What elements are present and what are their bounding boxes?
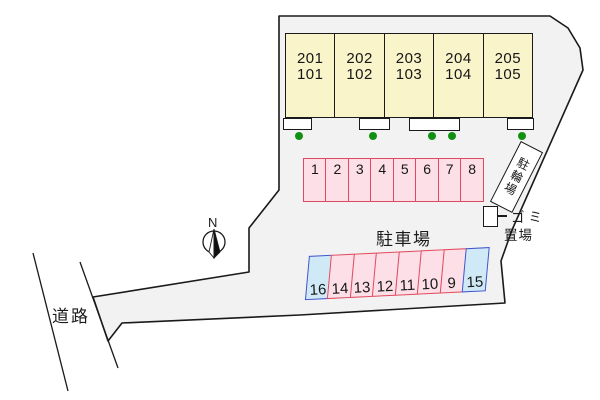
parking-space-3: 3 [347, 158, 372, 202]
unit-number-lower: 103 [395, 66, 423, 83]
unit-number-lower: 104 [445, 66, 472, 83]
garbage-area-label-line2: 置場 [504, 228, 533, 243]
parking-space-number: 15 [465, 273, 484, 292]
parking-space-6: 6 [415, 158, 440, 202]
parking-space-number: 16 [308, 281, 327, 299]
road-right-edge [79, 261, 119, 369]
porch [359, 118, 390, 130]
parking-space-number: 1 [311, 161, 319, 177]
unit-number-lower: 105 [494, 66, 522, 83]
parking-space-number: 3 [355, 161, 364, 177]
north-arrow-icon [202, 228, 226, 260]
unit-number-upper: 202 [346, 50, 373, 67]
parking-space-number: 2 [333, 161, 342, 177]
parking-space-number: 9 [447, 274, 457, 293]
tree-dot [518, 132, 526, 140]
parking-area-label: 駐車場 [376, 230, 432, 249]
parking-space-number: 13 [353, 278, 372, 297]
parking-space-number: 5 [400, 161, 409, 177]
tree-dot [448, 132, 456, 140]
parking-space-number: 11 [399, 276, 416, 295]
parking-space-number: 14 [331, 280, 349, 298]
tree-dot [369, 132, 377, 140]
unit-number-upper: 203 [395, 50, 423, 67]
parking-space-2: 2 [325, 158, 350, 202]
parking-space-number: 10 [421, 275, 439, 294]
garbage-connector-line [498, 215, 507, 217]
parking-space-number: 12 [376, 277, 394, 296]
porch [409, 118, 460, 131]
unit-number-lower: 101 [296, 66, 324, 83]
tree-dot [428, 132, 436, 140]
unit-number-lower: 102 [346, 66, 373, 83]
parking-space-number: 8 [468, 161, 476, 177]
parking-space-15: 15 [461, 247, 490, 293]
unit-number-upper: 205 [494, 50, 522, 67]
road-left-edge [32, 252, 69, 392]
parking-space-5: 5 [392, 158, 417, 202]
parking-space-4: 4 [370, 158, 395, 202]
parking-space-number: 7 [445, 161, 454, 177]
unit-number-upper: 201 [296, 50, 324, 67]
parking-space-number: 4 [378, 161, 387, 177]
porch [283, 118, 312, 130]
parking-space-1: 1 [303, 158, 327, 202]
porch [507, 118, 534, 130]
north-label: N [208, 215, 218, 230]
tree-dot [295, 132, 303, 140]
garbage-box [483, 206, 498, 227]
parking-space-number: 6 [423, 161, 432, 177]
parking-space-8: 8 [460, 158, 485, 202]
unit-number-upper: 204 [445, 50, 472, 67]
parking-space-7: 7 [437, 158, 462, 202]
garbage-area-label-line1: ゴミ [511, 210, 546, 225]
road-label: 道路 [52, 307, 90, 326]
